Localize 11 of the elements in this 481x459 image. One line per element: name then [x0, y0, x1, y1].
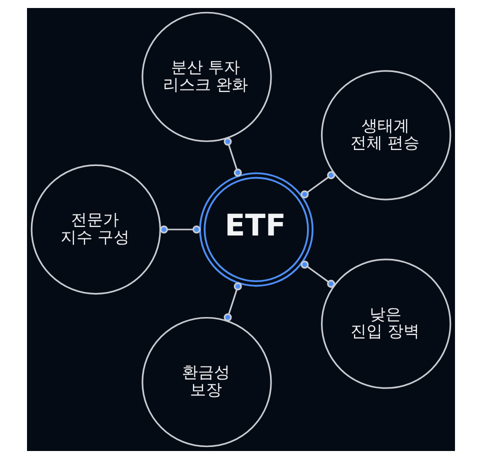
node-circle: ETF	[198, 172, 313, 287]
connector	[300, 260, 335, 288]
connector	[300, 171, 335, 198]
node-circle: 생태계 전체 편승	[320, 70, 451, 200]
connector	[159, 225, 200, 234]
node-circle: 분산 투자 리스크 완화	[141, 12, 272, 142]
node-circle: 전문가 지수 구성	[30, 164, 161, 295]
node-circle: 낮은 진입 장벽	[320, 258, 451, 389]
connector	[223, 282, 242, 322]
node-circle: 환금성 보장	[141, 316, 272, 448]
connector	[223, 138, 242, 177]
